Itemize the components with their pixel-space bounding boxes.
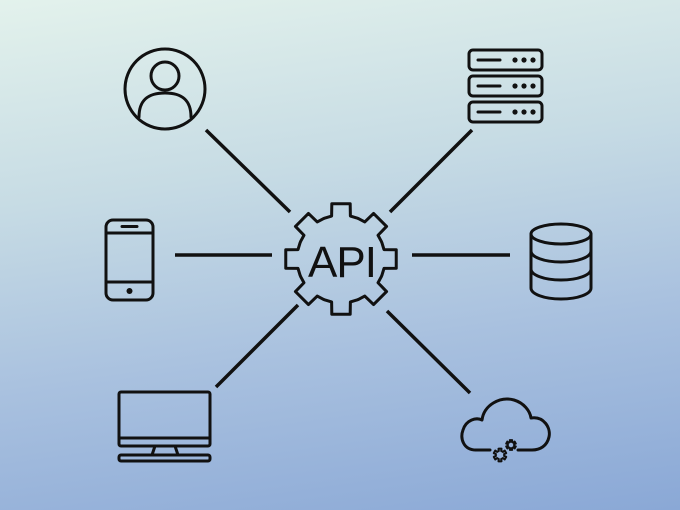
user-icon xyxy=(123,47,207,131)
monitor-icon xyxy=(117,390,212,463)
api-label: API xyxy=(308,238,376,287)
api-hub: API xyxy=(284,202,398,316)
gear-icon xyxy=(284,202,398,316)
smartphone-icon xyxy=(104,218,155,302)
connectors xyxy=(175,128,510,395)
cloud-gears-icon xyxy=(460,397,551,463)
small-gear-icon xyxy=(492,447,508,463)
small-gear-icon xyxy=(505,439,517,451)
connector-desktop xyxy=(214,303,300,389)
server-rack-icon xyxy=(467,48,544,124)
connector-cloud xyxy=(385,309,472,395)
connector-server xyxy=(388,128,474,214)
database-icon xyxy=(529,222,593,301)
connector-user xyxy=(204,128,292,214)
